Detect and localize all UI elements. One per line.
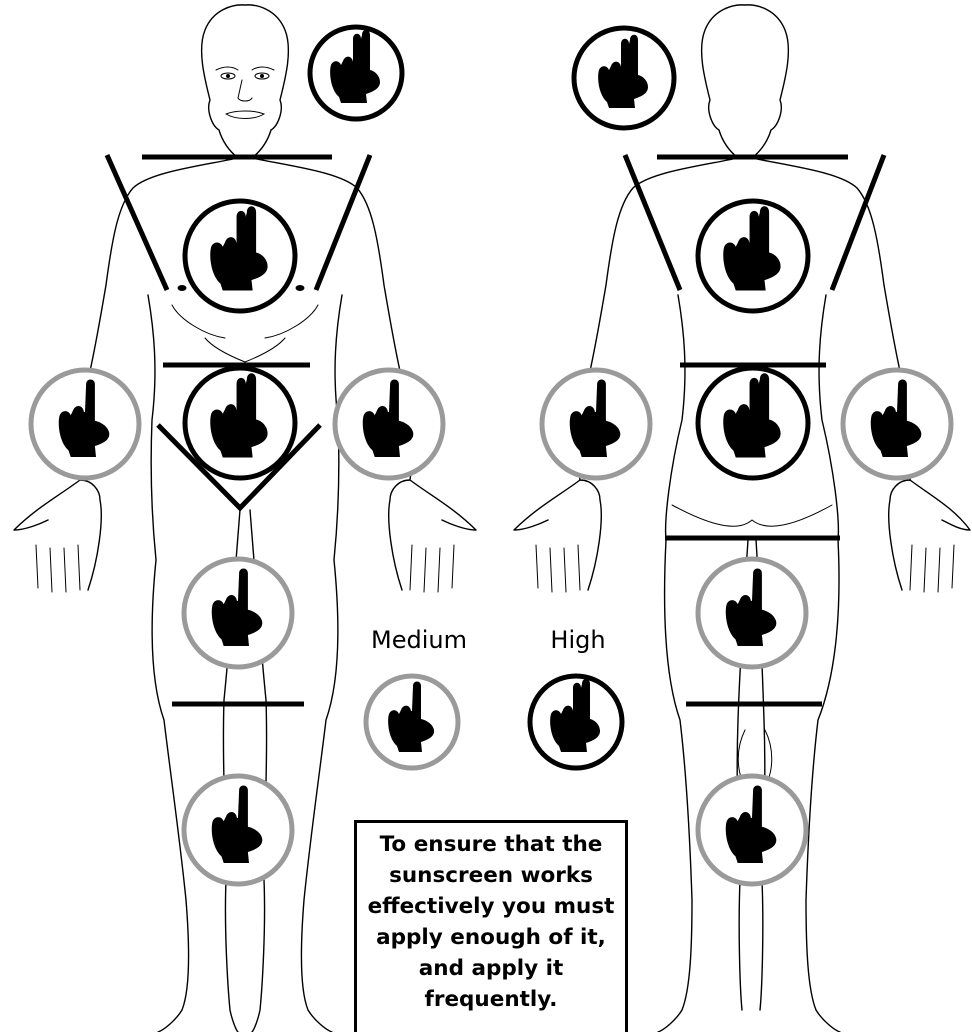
front-head xyxy=(200,4,290,159)
legend-high-label: High xyxy=(550,626,605,654)
medium-amount-badge xyxy=(332,367,446,481)
medium-amount-badge xyxy=(28,367,142,481)
legend: Medium High xyxy=(363,626,625,771)
medium-amount-badge xyxy=(181,773,295,887)
advice-note-line: and apply it xyxy=(418,956,564,981)
back-zone-badges xyxy=(539,25,954,887)
high-amount-badge xyxy=(571,25,677,131)
legend-medium-badge xyxy=(363,673,461,771)
high-amount-badge xyxy=(307,24,405,122)
medium-amount-badge xyxy=(181,556,295,670)
medium-amount-badge xyxy=(695,773,809,887)
high-amount-badge xyxy=(695,365,811,481)
front-face xyxy=(215,66,275,119)
advice-note-line: effectively you must xyxy=(367,894,615,919)
front-zone-dividers xyxy=(104,153,373,707)
high-amount-badge xyxy=(695,198,811,314)
high-amount-badge xyxy=(182,365,298,481)
back-zone-dividers xyxy=(622,154,887,707)
back-head xyxy=(700,4,790,159)
advice-note-box: To ensure that the sunscreen works effec… xyxy=(354,820,628,1032)
advice-note-line: sunscreen works xyxy=(389,863,593,888)
back-body-figure xyxy=(513,4,971,1032)
high-amount-badge xyxy=(182,198,298,314)
medium-amount-badge xyxy=(840,367,954,481)
medium-amount-badge xyxy=(695,556,809,670)
advice-note-line: frequently. xyxy=(424,987,558,1012)
legend-medium-label: Medium xyxy=(371,626,467,654)
front-torso-outline xyxy=(87,157,403,381)
medium-amount-badge xyxy=(539,367,653,481)
advice-note-line: To ensure that the xyxy=(379,832,603,857)
front-zone-badges xyxy=(28,24,446,887)
legend-high-badge xyxy=(527,673,625,771)
advice-note-line: apply enough of it, xyxy=(376,925,606,950)
